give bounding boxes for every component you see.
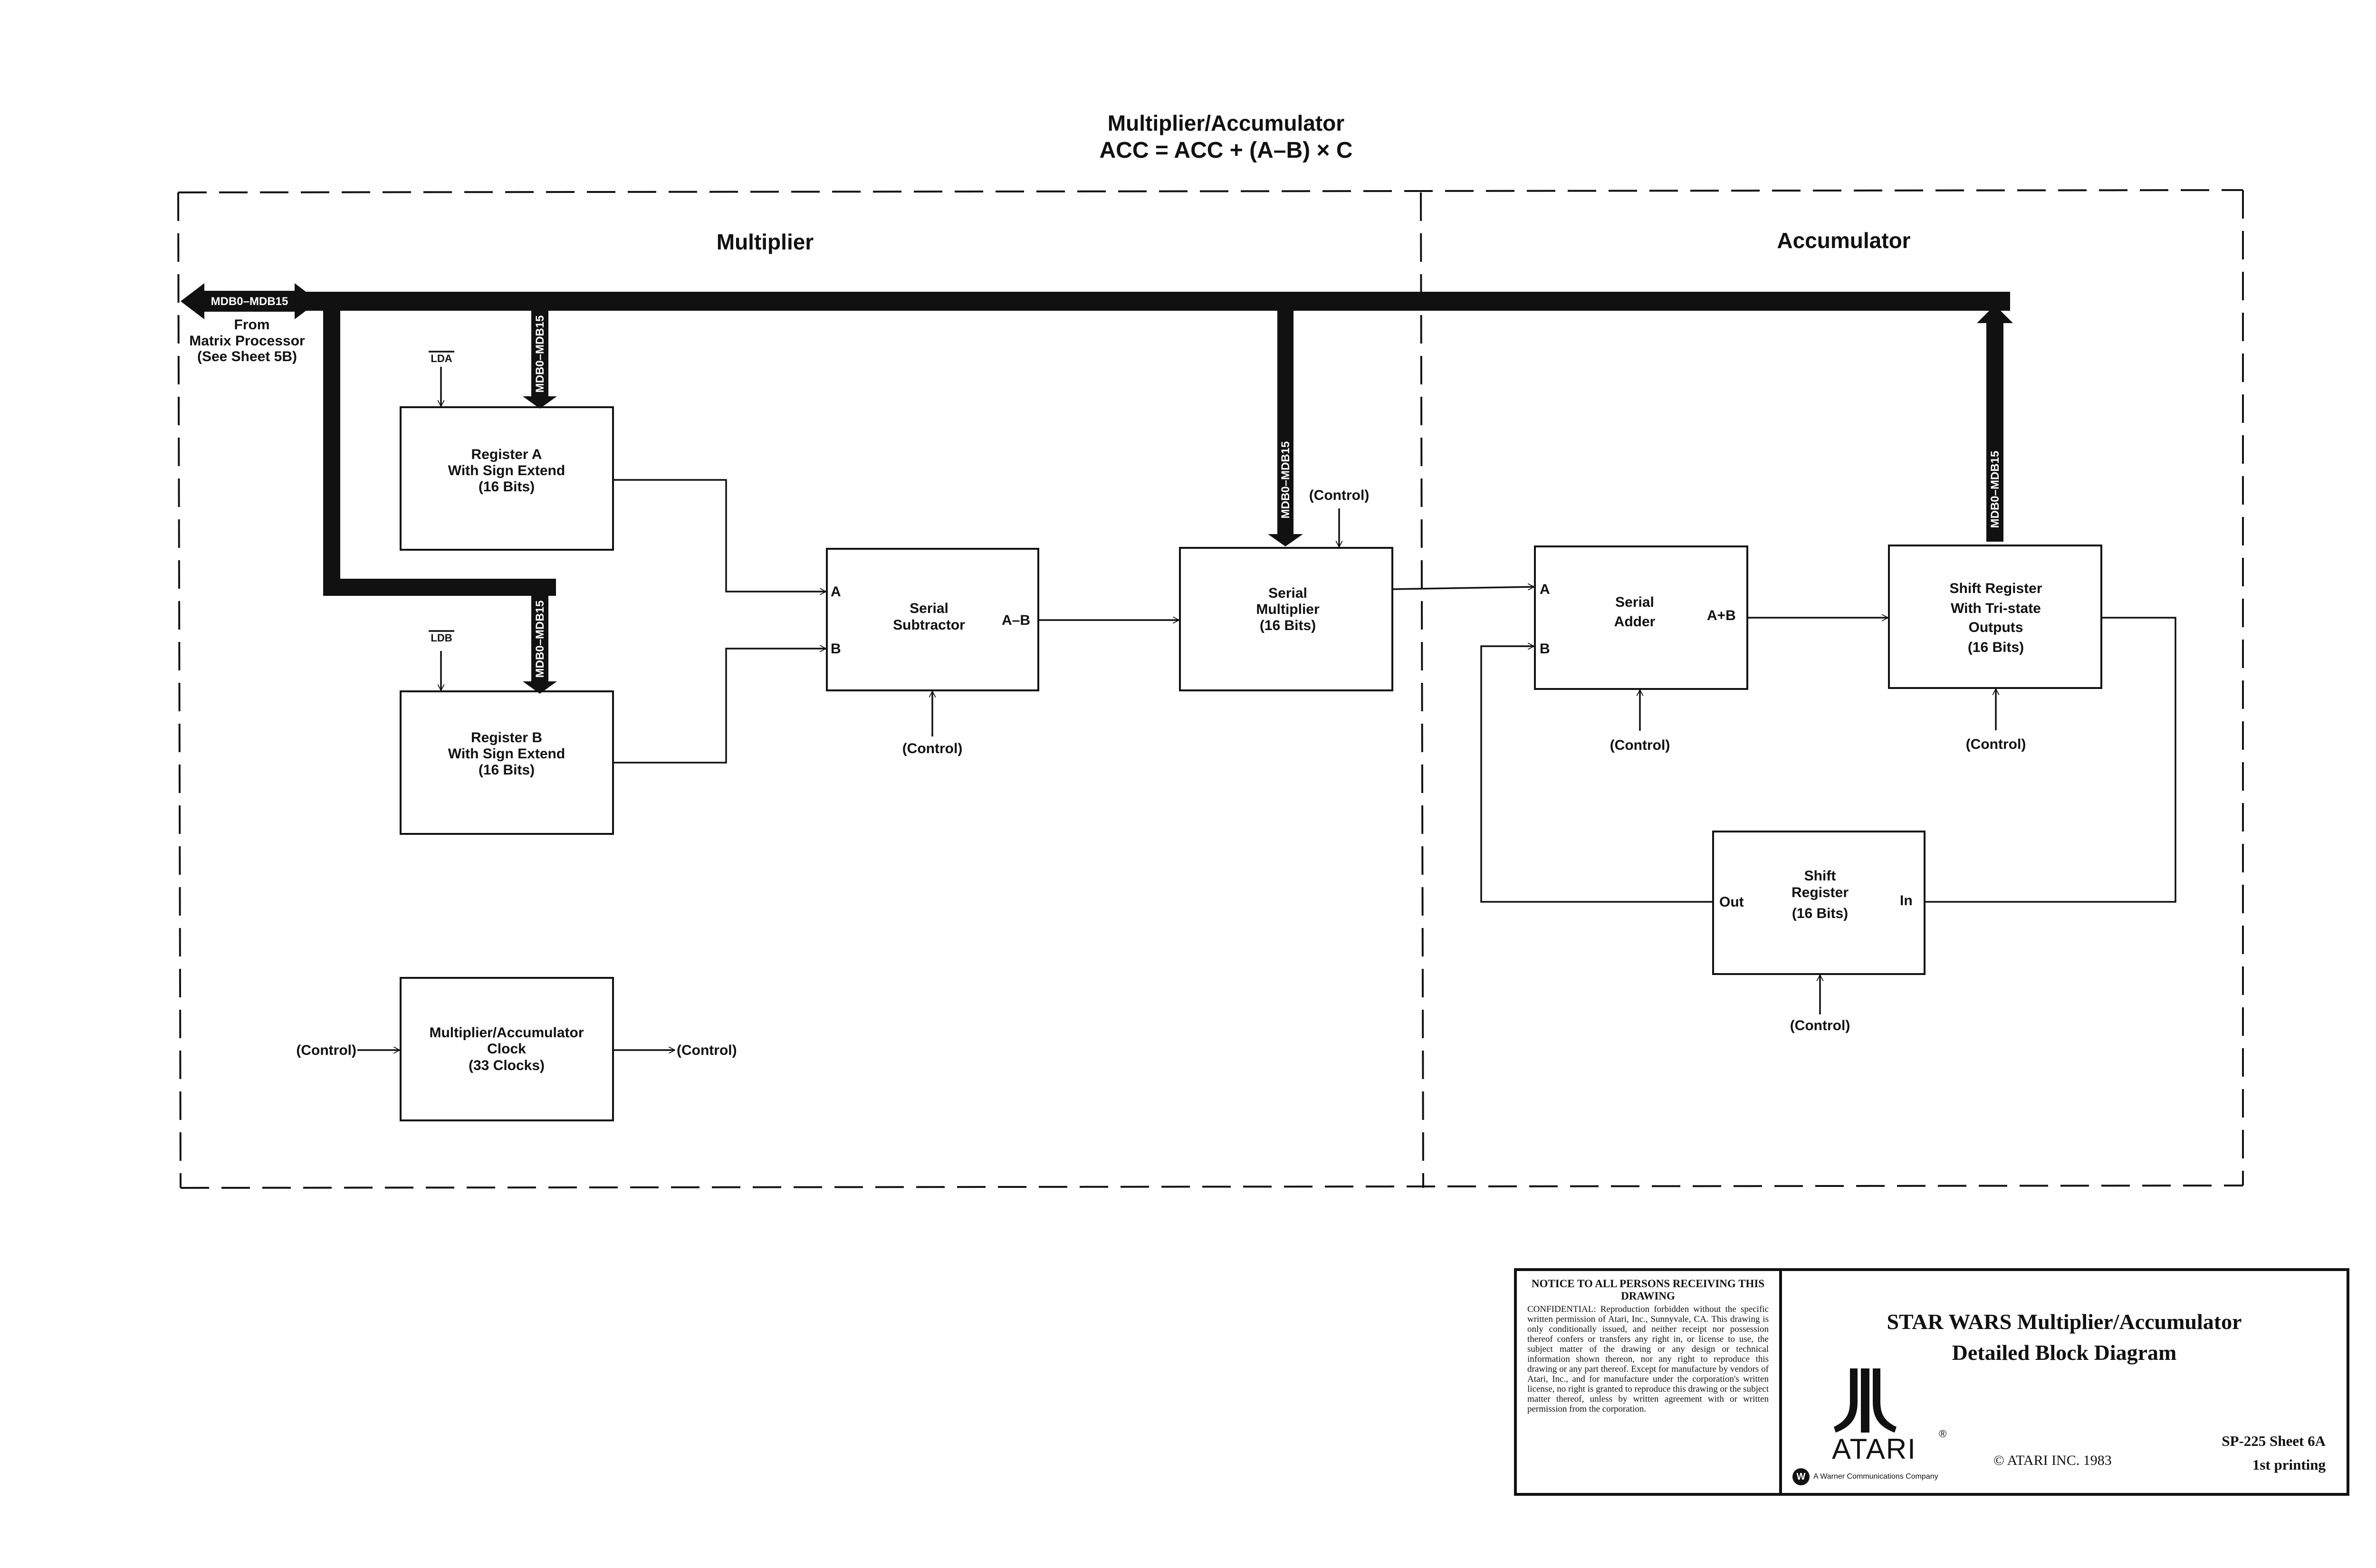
shift-register-box [1712, 831, 1926, 975]
serial-subtractor-label-2: Subtractor [893, 617, 965, 633]
shift-register-tristate-label-1: Shift Register [1949, 581, 2042, 596]
section-label-accumulator: Accumulator [1777, 228, 1910, 253]
lda-label: LDA [431, 353, 452, 364]
tap-label-multiplier: MDB0–MDB15 [1279, 441, 1292, 519]
shift-register-tristate-box [1888, 545, 2102, 689]
clock-control-in-label: (Control) [296, 1042, 356, 1058]
bus-taps [523, 305, 2013, 694]
bus-source-line3: (See Sheet 5B) [197, 349, 297, 364]
bus-source-line1: From [234, 317, 270, 333]
ldb-label: LDB [431, 632, 452, 644]
register-a-label-3: (16 Bits) [479, 479, 535, 495]
section-frames [177, 189, 2244, 1189]
atari-logo-text: ATARI [1832, 1433, 1916, 1465]
blocks [400, 406, 2102, 1121]
clock-control-out-label: (Control) [677, 1042, 737, 1058]
tap-label-shift-register: MDB0–MDB15 [1989, 451, 2002, 528]
notice-heading: NOTICE TO ALL PERSONS RECEIVING THIS DRA… [1531, 1278, 1765, 1302]
title-block: NOTICE TO ALL PERSONS RECEIVING THIS DRA… [1514, 1268, 2349, 1496]
warner-logo-icon: W [1792, 1468, 1810, 1485]
diagram-title: Multiplier/Accumulator [1108, 111, 1344, 135]
atari-fuji-icon [1834, 1368, 1897, 1433]
adder-out-label: A+B [1707, 608, 1736, 623]
notice-body: CONFIDENTIAL: Reproduction forbidden wit… [1527, 1304, 1769, 1414]
title-panel: STAR WARS Multiplier/Accumulator Detaile… [1782, 1271, 2347, 1493]
printing-note: 1st printing [2252, 1456, 2326, 1473]
register-b-label-1: Register B [471, 730, 542, 746]
shift-register-label-1: Shift [1804, 868, 1836, 884]
shift-register-tristate-label-3: Outputs [1969, 620, 2023, 635]
register-a-label-1: Register A [471, 447, 542, 462]
sheet-number: SP-225 Sheet 6A [2222, 1433, 2326, 1449]
copyright: © ATARI INC. 1983 [1993, 1453, 2112, 1468]
registered-mark: ® [1939, 1428, 1947, 1440]
tap-label-register-a: MDB0–MDB15 [534, 316, 546, 393]
register-a-box [400, 406, 614, 551]
signal-lines [357, 351, 2176, 1050]
subtractor-port-b: B [831, 641, 841, 657]
bus-label: MDB0–MDB15 [211, 295, 288, 308]
warner-tagline: A Warner Communications Company [1813, 1472, 1938, 1481]
register-b-label-3: (16 Bits) [479, 762, 535, 778]
register-a-label-2: With Sign Extend [448, 463, 565, 478]
subtractor-control-label: (Control) [902, 741, 963, 756]
shift-tristate-control-label: (Control) [1966, 736, 2026, 752]
bus-tap-labels: MDB0–MDB15 MDB0–MDB15 MDB0–MDB15 MDB0–MD… [534, 316, 2002, 678]
register-b-label-2: With Sign Extend [448, 746, 565, 762]
shift-register-label-3: (16 Bits) [1792, 906, 1848, 921]
shift-register-tristate-label-4: (16 Bits) [1968, 640, 2024, 655]
section-label-multiplier: Multiplier [717, 229, 814, 254]
diagram-equation: ACC = ACC + (A–B) × C [1100, 138, 1353, 163]
adder-control-label: (Control) [1610, 737, 1670, 753]
adder-port-a: A [1540, 582, 1550, 597]
clock-box [400, 977, 614, 1121]
adder-port-b: B [1540, 641, 1550, 657]
shift-register-in-label: In [1900, 893, 1913, 908]
shift-register-control-label: (Control) [1790, 1018, 1850, 1033]
serial-adder-label-1: Serial [1615, 594, 1654, 610]
shift-register-label-2: Register [1792, 885, 1849, 900]
clock-label-1: Multiplier/Accumulator [429, 1025, 584, 1041]
bus-source-line2: Matrix Processor [189, 333, 305, 349]
subtractor-port-a: A [831, 584, 841, 600]
serial-multiplier-label-1: Serial [1268, 585, 1307, 601]
clock-label-2: Clock [487, 1041, 526, 1057]
data-bus [181, 283, 2010, 596]
serial-multiplier-label-2: Multiplier [1256, 602, 1320, 617]
subtractor-out-label: A–B [1002, 612, 1030, 628]
serial-multiplier-box [1179, 547, 1393, 691]
drawing-subtitle: Detailed Block Diagram [1952, 1340, 2177, 1365]
shift-register-out-label: Out [1719, 894, 1744, 910]
tap-label-register-b: MDB0–MDB15 [534, 601, 546, 678]
serial-subtractor-label-1: Serial [910, 601, 948, 616]
drawing-title: STAR WARS Multiplier/Accumulator [1887, 1310, 2242, 1334]
shift-register-tristate-label-2: With Tri-state [1951, 601, 2041, 616]
serial-adder-label-2: Adder [1614, 614, 1656, 630]
multiplier-control-label: (Control) [1309, 488, 1370, 503]
serial-multiplier-label-3: (16 Bits) [1260, 618, 1316, 633]
clock-label-3: (33 Clocks) [469, 1058, 545, 1073]
confidential-notice: NOTICE TO ALL PERSONS RECEIVING THIS DRA… [1517, 1271, 1782, 1493]
